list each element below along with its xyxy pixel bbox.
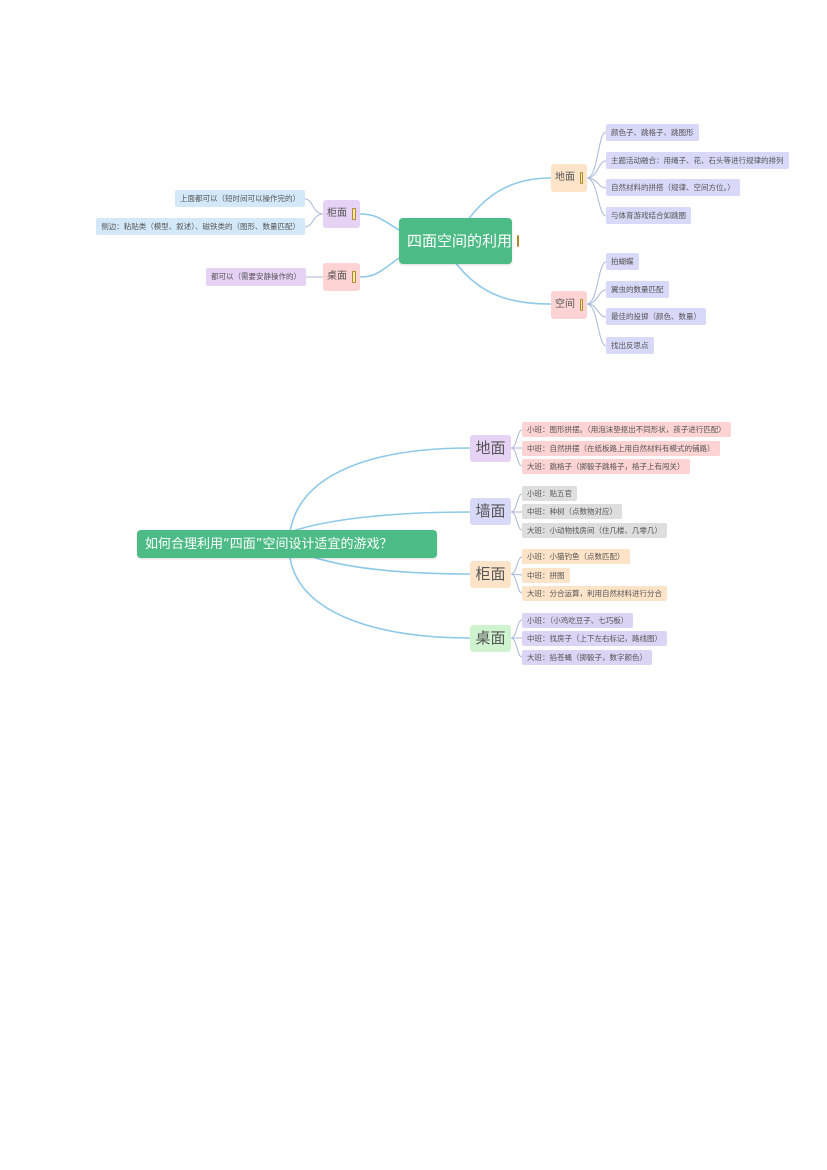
link2-root-qiangmian xyxy=(289,511,471,533)
leaf2-qiangmian-3[interactable]: 大班：小动物找房间（住几楼、几零几） xyxy=(522,523,667,538)
branch-kongjian[interactable]: 空间 xyxy=(551,291,587,319)
branch-dimian-label: 地面 xyxy=(555,172,575,183)
branch2-dimian[interactable]: 地面 xyxy=(470,435,511,462)
leaf-dimian-3[interactable]: 自然材料的拼搭（规律、空间方位。） xyxy=(606,179,740,196)
leaf-kongjian-4[interactable]: 找出反思点 xyxy=(606,337,654,354)
leaf2-dimian-3[interactable]: 大班：跳格子（掷骰子跳格子，格子上有闯关） xyxy=(522,459,690,474)
leaf-guimian-2[interactable]: 侧边：粘贴类（模型、叙述）、磁铁类的（图形、数量匹配） xyxy=(96,218,305,235)
link-root-kongjian xyxy=(454,261,552,305)
leaf-dimian-2[interactable]: 主题活动融合：用绳子、花、石头等进行规律的排列 xyxy=(606,152,789,169)
mind-map-canvas: 四面空间的利用 地面 空间 柜面 桌面 颜色子、跳格子、跳图形 主题活动融合：用… xyxy=(96,124,789,665)
leaf-label: 大班：掐苍蝇（掷骰子，数字颜色） xyxy=(527,652,647,662)
leaf2-guimian-1[interactable]: 小班：小猫钓鱼（点数匹配） xyxy=(522,549,630,564)
leaf-label: 小班：贴五官 xyxy=(527,488,572,498)
leaf2-zhuomian-3[interactable]: 大班：掐苍蝇（掷骰子，数字颜色） xyxy=(522,650,652,665)
leaf2-zhuomian-2[interactable]: 中班：找房子（上下左右标记，路线图） xyxy=(522,631,667,646)
leaf-label: 翼虫的数量匹配 xyxy=(611,284,664,294)
root-topic-1[interactable]: 四面空间的利用 xyxy=(399,218,520,264)
leaf-guimian-1[interactable]: 上面都可以（短时间可以操作完的） xyxy=(175,190,305,207)
branch-guimian[interactable]: 柜面 xyxy=(323,200,360,228)
note-icon xyxy=(352,208,356,220)
leaf2-guimian-2[interactable]: 中班：拼图 xyxy=(522,568,570,583)
branch2-qiangmian[interactable]: 墙面 xyxy=(470,498,511,525)
leaf-zhuomian-1[interactable]: 都可以（需要安静操作的） xyxy=(206,268,306,286)
leaf-kongjian-2[interactable]: 翼虫的数量匹配 xyxy=(606,281,669,298)
leaf-label: 小班：（小鸡吃豆子、七巧板） xyxy=(527,615,629,625)
branch2-qiangmian-label: 墙面 xyxy=(475,502,506,520)
leaf-label: 主题活动融合：用绳子、花、石头等进行规律的排列 xyxy=(611,155,784,165)
branch2-zhuomian-label: 桌面 xyxy=(475,629,506,647)
leaf-label: 中班：拼图 xyxy=(527,570,565,580)
leaf-label: 都可以（需要安静操作的） xyxy=(211,272,301,282)
branch-guimian-label: 柜面 xyxy=(327,208,347,219)
leaf-label: 中班：种树（点数物对应） xyxy=(527,506,617,516)
root-topic-2[interactable]: 如何合理利用“四面”空间设计适宜的游戏？ xyxy=(137,530,437,558)
leaf2-dimian-1[interactable]: 小班：图形拼摆。（用泡沫垫抠出不同形状，孩子进行匹配） xyxy=(522,422,731,437)
branch-zhuomian-label: 桌面 xyxy=(327,271,347,282)
branch2-guimian[interactable]: 柜面 xyxy=(470,561,511,588)
leaf-label: 中班：找房子（上下左右标记，路线图） xyxy=(527,633,662,643)
leaf-label: 与体育游戏结合如跳圈 xyxy=(611,210,686,220)
link-root-zhuomian xyxy=(359,257,400,278)
root-topic-2-label: 如何合理利用“四面”空间设计适宜的游戏？ xyxy=(145,536,393,552)
leaf-label: 拍蝴蝶 xyxy=(611,256,634,266)
leaf2-guimian-3[interactable]: 大班：分合运算，利用自然材料进行分合 xyxy=(522,586,667,601)
leaf2-qiangmian-1[interactable]: 小班：贴五官 xyxy=(522,486,577,501)
note-icon xyxy=(352,271,356,283)
leaf2-qiangmian-2[interactable]: 中班：种树（点数物对应） xyxy=(522,504,622,519)
note-icon xyxy=(580,299,583,311)
leaf-dimian-1[interactable]: 颜色子、跳格子、跳图形 xyxy=(606,124,699,141)
leaf-label: 大班：分合运算，利用自然材料进行分合 xyxy=(527,588,662,598)
leaf-label: 上面都可以（短时间可以操作完的） xyxy=(180,193,300,203)
branch-dimian[interactable]: 地面 xyxy=(551,164,587,192)
branch-zhuomian[interactable]: 桌面 xyxy=(323,263,360,291)
leaf-label: 颜色子、跳格子、跳图形 xyxy=(611,127,694,137)
leaf-label: 小班：图形拼摆。（用泡沫垫抠出不同形状，孩子进行匹配） xyxy=(527,424,726,434)
leaf2-zhuomian-1[interactable]: 小班：（小鸡吃豆子、七巧板） xyxy=(522,613,634,628)
branch2-zhuomian[interactable]: 桌面 xyxy=(470,625,511,652)
leaf-label: 最佳的投掷（颜色、数量） xyxy=(611,311,701,321)
link2-root-dimian xyxy=(289,447,471,533)
leaf-label: 大班：跳格子（掷骰子跳格子，格子上有闯关） xyxy=(527,461,685,471)
leaf-label: 侧边：粘贴类（模型、叙述）、磁铁类的（图形、数量匹配） xyxy=(101,221,300,231)
note-icon xyxy=(580,172,583,184)
link-root-guimian xyxy=(359,213,400,231)
branch2-dimian-label: 地面 xyxy=(475,439,506,457)
leaf-label: 自然材料的拼搭（规律、空间方位。） xyxy=(611,182,735,192)
branch-kongjian-label: 空间 xyxy=(555,299,575,310)
root-topic-1-label: 四面空间的利用 xyxy=(407,231,513,250)
branch2-guimian-label: 柜面 xyxy=(475,565,506,583)
note-icon xyxy=(517,235,520,247)
leaf-label: 小班：小猫钓鱼（点数匹配） xyxy=(527,551,625,561)
leaf-label: 大班：小动物找房间（住几楼、几零几） xyxy=(527,525,662,535)
leaf2-dimian-2[interactable]: 中班：自然拼摆（在纸板路上用自然材料有模式的铺路） xyxy=(522,441,720,456)
leaf-kongjian-3[interactable]: 最佳的投掷（颜色、数量） xyxy=(606,308,706,325)
leaf-dimian-4[interactable]: 与体育游戏结合如跳圈 xyxy=(606,207,691,224)
link2-root-zhuomian xyxy=(289,557,471,639)
connector-lines xyxy=(289,131,607,658)
leaf-label: 找出反思点 xyxy=(611,340,649,350)
leaf-label: 中班：自然拼摆（在纸板路上用自然材料有模式的铺路） xyxy=(527,443,715,453)
leaf-kongjian-1[interactable]: 拍蝴蝶 xyxy=(606,253,639,270)
